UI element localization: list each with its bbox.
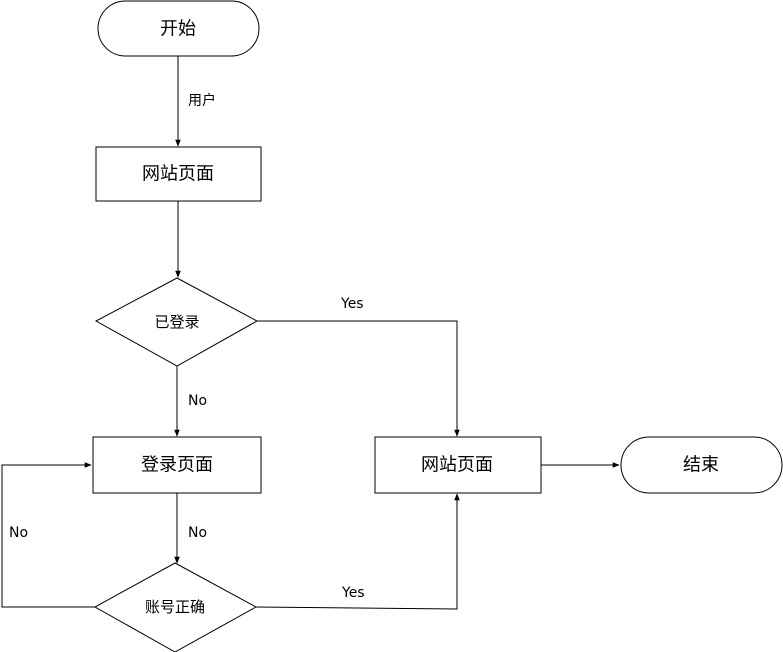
edge-labels: 用户 Yes No No No Yes	[9, 92, 365, 601]
end-terminal	[620, 436, 783, 494]
edge-label-logged-in-no: No	[188, 393, 207, 409]
edge-label-login-no: No	[188, 525, 207, 541]
start-label: 开始	[160, 19, 196, 40]
account-correct-decision	[93, 562, 258, 652]
edge-logged-in-yes	[257, 320, 460, 437]
website-page-process-1	[95, 146, 262, 202]
logged-in-decision	[94, 277, 259, 367]
edge-account-check-yes	[255, 493, 460, 610]
edges	[1, 56, 620, 610]
edge-label-account-yes: Yes	[341, 585, 365, 601]
node-labels: 开始 网站页面 已登录 登录页面 账号正确 网站页面 结束	[141, 19, 719, 617]
website-page-process-2	[374, 436, 542, 494]
nodes	[92, 0, 783, 652]
edge-label-loop-no: No	[9, 525, 28, 541]
start-terminal	[97, 0, 260, 57]
end-label: 结束	[683, 455, 719, 476]
account-correct-label: 账号正确	[145, 598, 205, 616]
edge-account-check-no-loop	[1, 462, 95, 608]
logged-in-label: 已登录	[154, 313, 199, 331]
website-page-1-label: 网站页面	[142, 164, 214, 185]
login-page-process	[92, 436, 262, 494]
edge-label-logged-in-yes: Yes	[340, 296, 364, 312]
login-page-label: 登录页面	[141, 455, 213, 476]
edge-label-user: 用户	[188, 92, 216, 109]
website-page-2-label: 网站页面	[421, 455, 493, 476]
